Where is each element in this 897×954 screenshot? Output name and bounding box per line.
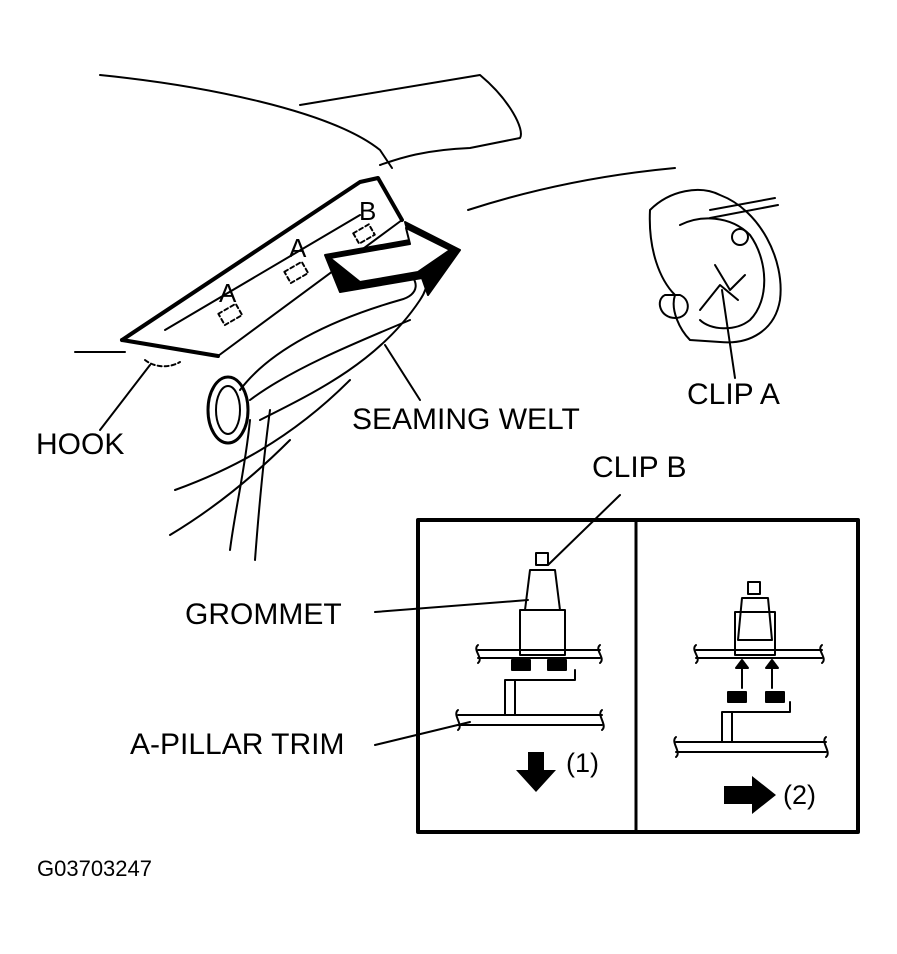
clip-b-head-right [747,581,761,595]
seaming-welt-leader [384,344,421,401]
pillar-lower-line-2 [254,409,271,561]
body-panel-right-break-a [693,644,699,664]
body-panel-left-upper [477,649,601,659]
a-pillar-trim-inner-line [164,214,361,331]
a-pillar-trim-face [217,219,403,357]
trim-panel-left [457,714,603,726]
clip-feet-right [727,691,785,703]
marker-a1-label: A [219,278,237,308]
marker-b-label: B [359,196,377,226]
body-line-2 [169,439,291,536]
hook-leader [99,364,151,431]
clip-a2-location [283,260,310,285]
clip-a-label: CLIP A [687,378,780,411]
clip-b-body-left [524,569,561,611]
clip-a-hole [731,228,749,246]
down-arrow-icon [516,752,556,792]
seaming-welt-label: SEAMING WELT [352,403,580,436]
trim-panel-right-break-b [823,736,829,758]
grommet-leader [374,599,529,613]
clip-base-right [721,701,791,743]
trim-panel-right-break-a [673,736,679,758]
pillar-lower-line [229,419,251,551]
clip-a1-location [217,302,244,327]
right-arrow-icon [724,776,776,814]
clip-a-detail-inner [679,217,766,330]
clip-a-bolt [709,197,779,219]
windshield-edge [467,167,676,211]
roof-outline [99,74,393,169]
hook-label: HOOK [36,428,125,461]
release-arrowheads [735,659,779,669]
clip-feet-left [511,659,567,671]
vent-outer [206,375,250,445]
clip-a-bracket [699,264,746,311]
body-line-1 [174,379,351,491]
body-panel-left-break-a [475,644,481,664]
grommet-left [519,609,566,656]
a-pillar-trim-leader [374,721,471,746]
trim-panel-left-break-b [599,709,605,731]
trim-panel-right [675,741,827,753]
clip-b-leader [547,494,621,566]
door-seal-line-2 [249,319,411,401]
clip-b-head [535,552,549,566]
clip-a-detail-outline [648,189,782,344]
figure-code: G03703247 [37,856,152,881]
clip-a-knob [658,294,689,319]
grommet-label: GROMMET [185,598,342,631]
marker-a2-label: A [289,233,307,263]
grommet-right [734,611,776,656]
a-pillar-trim-body [120,176,404,342]
clip-base-left [504,669,576,716]
detail-box [416,518,860,834]
hook-dashed [144,359,181,368]
a-pillar-trim-lower [120,338,220,358]
body-panel-left-break-b [597,644,603,664]
a-pillar-trim-label: A-PILLAR TRIM [130,728,345,761]
step-1-label: (1) [566,748,599,778]
clip-b-location [352,223,376,245]
vent-inner [215,385,241,435]
removal-arrow-highlight [329,227,451,283]
trim-panel-left-break-a [455,709,461,731]
clip-b-label: CLIP B [592,451,687,484]
headliner-edge [299,74,522,166]
body-panel-right-upper [695,649,823,659]
body-panel-right-break-b [819,644,825,664]
step-2-label: (2) [783,780,816,810]
clip-a-leader [721,289,736,379]
clip-b-body-right [737,597,773,641]
door-seal-line-1 [239,269,417,391]
